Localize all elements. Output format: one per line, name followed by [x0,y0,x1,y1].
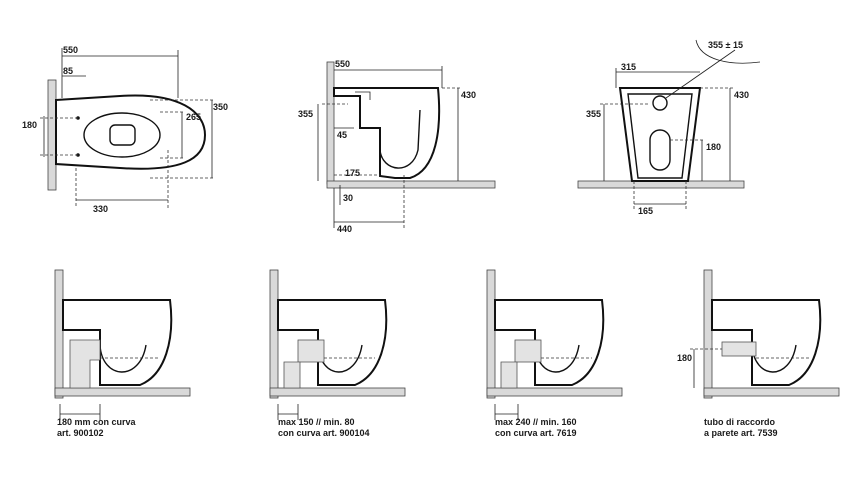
variant2-wall [269,269,279,399]
side-label-430: 430 [461,90,476,100]
variant4-connector [721,341,757,357]
variant4-wall [703,269,713,399]
side-bowl-outline [333,87,441,179]
side-label-440: 440 [337,224,352,234]
variant3-caption-line2: con curva art. 7619 [495,428,577,438]
side-wall [326,61,335,185]
variant3-floor [486,387,623,397]
variant1-wall [54,269,64,399]
variant3-connector [514,339,542,363]
side-label-30: 30 [343,193,353,203]
front-floor [577,180,745,189]
plan-bowl-opening [83,112,161,158]
plan-view: 550 85 180 350 265 330 [22,45,228,214]
variant4-bowl [711,299,822,386]
variant3-wall [486,269,496,399]
side-label-550: 550 [335,59,350,69]
install-variant-3: max 240 // min. 160 con curva art. 7619 [486,269,623,438]
side-label-355: 355 [298,109,313,119]
variant2-connector [297,339,325,363]
front-view: 355 ± 15 315 430 355 180 165 [577,39,761,216]
variant4-caption-line2: a parete art. 7539 [704,428,778,438]
variant1-caption-line1: 180 mm con curva [57,417,137,427]
side-label-45: 45 [337,130,347,140]
plan-wall [47,79,57,191]
front-bowl-inner [627,93,693,179]
variant2-caption-line1: max 150 // min. 80 [278,417,355,427]
variant4-caption-line1: tubo di raccordo [704,417,776,427]
plan-label-550: 550 [63,45,78,55]
variant1-trap [99,344,147,373]
side-label-175: 175 [345,168,360,178]
install-variant-1: 180 mm con curva art. 900102 [54,269,191,438]
side-floor [326,180,496,189]
front-bowl-outline [618,87,702,182]
side-trap [379,109,421,169]
side-view: 550 430 355 45 175 30 440 [298,59,496,234]
variant2-floor [269,387,406,397]
variant1-bowl [62,299,173,386]
front-label-430: 430 [734,90,749,100]
variant4-label-180: 180 [677,353,692,363]
plan-label-180: 180 [22,120,37,130]
plan-label-85: 85 [63,66,73,76]
side-inlet [355,91,371,100]
variant1-floor [54,387,191,397]
front-outlet [649,129,671,171]
variant1-connector [69,339,101,389]
plan-label-330: 330 [93,204,108,214]
variant3-caption-line1: max 240 // min. 160 [495,417,577,427]
front-circle-arc [695,39,761,64]
variant1-caption-line2: art. 900102 [57,428,104,438]
install-variant-4: 180 tubo di raccordo a parete art. 7539 [677,269,840,438]
plan-label-265: 265 [186,112,201,122]
variant2-bowl [277,299,388,386]
front-label-355-tolerance: 355 ± 15 [708,40,743,50]
variant4-floor [703,387,840,397]
front-label-355: 355 [586,109,601,119]
variant3-bowl [494,299,605,386]
plan-seat-outlet [109,124,136,146]
variant2-caption-line2: con curva art. 900104 [278,428,370,438]
front-label-315: 315 [621,62,636,72]
front-label-165: 165 [638,206,653,216]
front-inlet-circle [652,95,668,111]
plan-label-350: 350 [213,102,228,112]
front-label-180: 180 [706,142,721,152]
install-variant-2: max 150 // min. 80 con curva art. 900104 [269,269,406,438]
